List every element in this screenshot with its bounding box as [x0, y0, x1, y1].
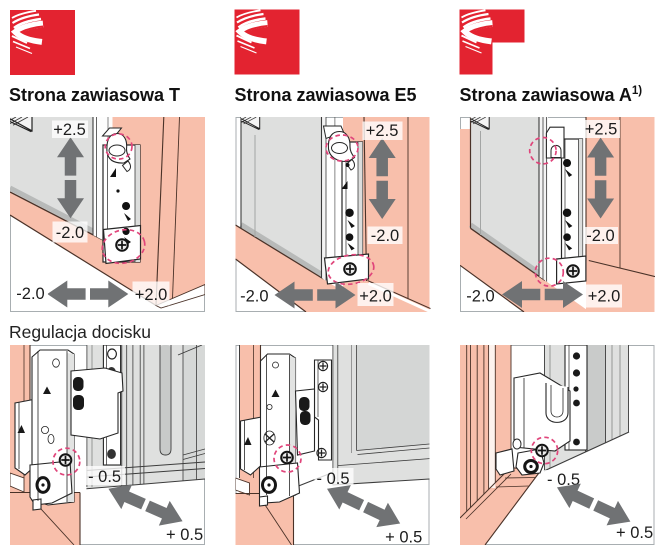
svg-text:Strona zawiasowa T: Strona zawiasowa T [9, 85, 180, 105]
svg-text:-2.0: -2.0 [56, 224, 84, 242]
svg-text:+ 0.5: + 0.5 [616, 524, 653, 542]
svg-text:+ 0.5: + 0.5 [166, 526, 203, 544]
svg-text:- 0.5: - 0.5 [316, 470, 349, 488]
svg-text:- 0.5: - 0.5 [88, 468, 121, 486]
svg-text:-2.0: -2.0 [466, 287, 494, 305]
svg-text:+2.5: +2.5 [366, 122, 399, 140]
svg-text:Regulacja docisku: Regulacja docisku [9, 322, 151, 342]
svg-text:+2.0: +2.0 [135, 286, 168, 304]
svg-text:+2.0: +2.0 [588, 287, 621, 305]
svg-text:- 0.5: - 0.5 [547, 471, 580, 489]
svg-text:+ 0.5: + 0.5 [385, 528, 422, 546]
svg-text:+2.5: +2.5 [53, 121, 86, 139]
svg-text:+2.5: +2.5 [585, 121, 618, 139]
svg-text:-2.0: -2.0 [371, 227, 399, 245]
svg-text:-2.0: -2.0 [16, 285, 44, 303]
svg-text:Strona zawiasowa A1): Strona zawiasowa A1) [460, 85, 643, 105]
svg-text:-2.0: -2.0 [240, 288, 268, 306]
svg-text:Strona zawiasowa E5: Strona zawiasowa E5 [235, 85, 417, 105]
svg-text:-2.0: -2.0 [586, 227, 614, 245]
svg-text:+2.0: +2.0 [359, 288, 392, 306]
